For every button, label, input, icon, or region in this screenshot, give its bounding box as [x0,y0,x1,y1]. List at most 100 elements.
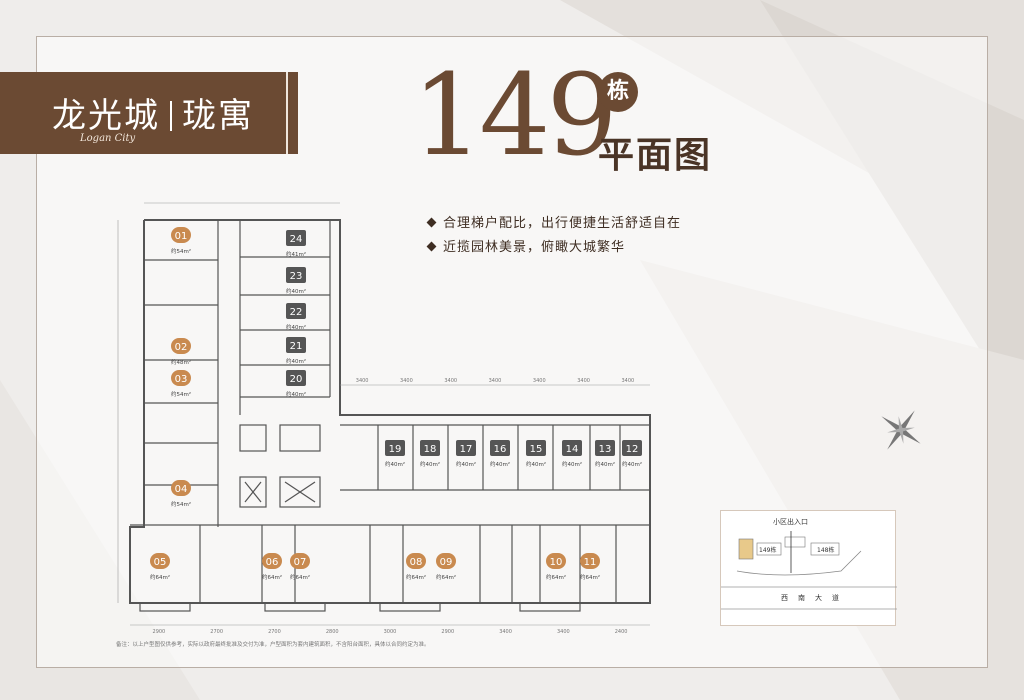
unit-number: 19 [389,444,402,455]
site-entrance-label: 小区出入口 [773,518,808,526]
unit-badge [595,440,615,456]
unit-badge [150,553,170,569]
unit-marker: 13 约40m² [595,440,615,468]
unit-badge [562,440,582,456]
unit-area: 约48m² [171,358,191,366]
unit-area: 约64m² [436,573,456,581]
unit-number: 16 [494,444,507,455]
unit-number: 02 [175,342,188,353]
unit-area: 约40m² [595,460,615,468]
unit-area: 约40m² [622,460,642,468]
unit-area: 约64m² [546,573,566,581]
unit-number: 03 [175,374,188,385]
unit-area: 约64m² [290,573,310,581]
unit-badge [490,440,510,456]
dimension-label: 3400 [356,378,369,384]
footnote: 备注：以上户型图仅供参考，实际以政府最终批准及交付为准，户型面积为套内建筑面积，… [116,642,430,648]
unit-marker: 05 约64m² [150,553,170,581]
unit-marker: 01 约54m² [171,227,191,255]
unit-area: 约40m² [286,390,306,398]
dimension-label: 3400 [533,378,546,384]
unit-number: 05 [154,557,167,568]
brand-name-a: 龙光城 [52,96,160,136]
unit-badge [262,553,282,569]
unit-marker: 02 约48m² [171,338,191,366]
unit-number: 21 [290,341,303,352]
unit-area: 约40m² [490,460,510,468]
unit-number: 15 [530,444,543,455]
unit-badge [171,370,191,386]
dimension-label: 3400 [621,378,634,384]
dimension-label: 3400 [444,378,457,384]
brand-divider [286,72,288,154]
unit-marker: 06 约64m² [262,553,282,581]
unit-area: 约40m² [385,460,405,468]
dimension-label: 2700 [268,629,281,635]
building-number: 149 [412,51,618,181]
dimension-label: 2900 [441,629,454,635]
unit-badge [622,440,642,456]
brand-english: Logan City [80,133,136,144]
unit-badge [171,338,191,354]
unit-area: 约40m² [286,287,306,295]
unit-badge [526,440,546,456]
unit-area: 约64m² [262,573,282,581]
unit-markers: 01约54m²02约48m²03约54m²04约54m²05约64m²06约64… [150,227,642,581]
unit-area: 约40m² [286,357,306,365]
dimension-label: 3400 [499,629,512,635]
unit-badge [286,370,306,386]
unit-area: 约54m² [171,500,191,508]
compass-rose-icon [881,410,921,450]
unit-number: 08 [410,557,423,568]
feature-item: 合理梯户配比，出行便捷生活舒适自在 [426,212,681,231]
brand-name-b: 珑寓 [182,96,254,136]
dimension-label: 2400 [615,629,628,635]
site-building-label: 149栋 [759,547,777,554]
unit-number: 10 [550,557,563,568]
feature-item: 近揽园林美景，俯瞰大城繁华 [426,236,625,255]
dimension-label: 2900 [153,629,166,635]
dimension-label: 2800 [326,629,339,635]
site-road-label: 西南大道 [781,594,849,602]
unit-number: 12 [626,444,639,455]
unit-badge [385,440,405,456]
unit-marker: 16 约40m² [490,440,510,468]
unit-badge [456,440,476,456]
plan-walls [117,202,651,626]
unit-area: 约64m² [150,573,170,581]
unit-marker: 19 约40m² [385,440,405,468]
unit-number: 22 [290,307,303,318]
unit-area: 约54m² [171,247,191,255]
unit-number: 17 [460,444,473,455]
unit-marker: 18 约40m² [420,440,440,468]
unit-number: 13 [599,444,612,455]
unit-area: 约64m² [580,573,600,581]
dimension-label: 3400 [400,378,413,384]
dimension-label: 3400 [557,629,570,635]
unit-marker: 21 约40m² [286,337,306,365]
unit-badge [546,553,566,569]
unit-badge [171,480,191,496]
unit-number: 06 [266,557,279,568]
unit-number: 18 [424,444,437,455]
plan-title: 平面图 [598,135,713,176]
unit-number: 01 [175,231,188,242]
site-location-map: 小区出入口 149栋 148栋 西南大道 [720,510,897,626]
unit-area: 约41m² [286,250,306,258]
dimension-label: 3400 [577,378,590,384]
unit-area: 约40m² [420,460,440,468]
